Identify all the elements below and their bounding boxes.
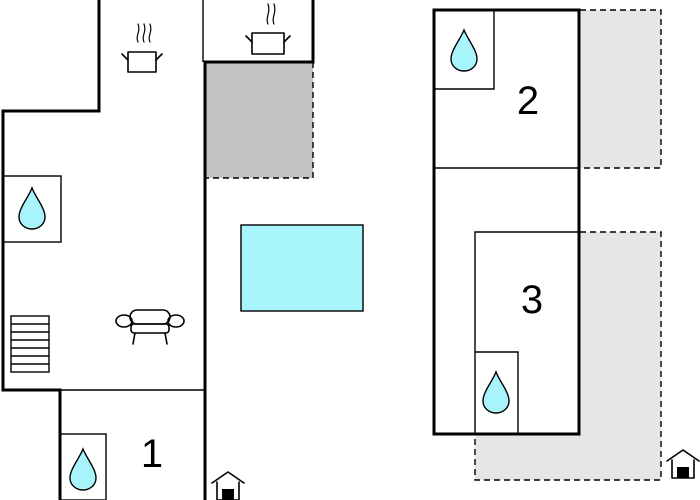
- terrace-light-right-bottom: [475, 232, 661, 480]
- house-entrance-icon: [211, 471, 245, 500]
- water-drop-icon: [482, 370, 510, 414]
- terrace-light-right-top: [580, 10, 661, 168]
- room-3-bathroom-box: [475, 351, 519, 434]
- sofa-icon: [115, 309, 185, 345]
- bathroom-room-1-box: [59, 433, 107, 500]
- terrace-light-right-top-outline: [580, 9, 662, 169]
- room-label-1: 1: [141, 432, 163, 476]
- house-entrance-icon: [666, 449, 700, 479]
- swimming-pool: [240, 224, 364, 312]
- bathroom-left-box: [2, 175, 62, 243]
- water-drop-icon: [69, 447, 97, 491]
- left-building-outer-wall: [1, 0, 101, 500]
- left-building-center-wall: [203, 0, 315, 500]
- room-label-3: 3: [521, 278, 543, 322]
- room-2-bathroom-box: [434, 10, 495, 90]
- right-building-outer-wall: [432, 8, 581, 436]
- cooking-pot-icon: [245, 3, 291, 55]
- terrace-dark-gray: [205, 62, 313, 178]
- terrace-dark-gray-outline: [205, 62, 314, 179]
- stairs-icon: [10, 315, 50, 373]
- terrace-light-right-bottom-outline: [474, 231, 662, 481]
- room-label-2: 2: [517, 79, 539, 123]
- room-3-inner-wall: [474, 231, 579, 434]
- cooking-pot-icon: [121, 23, 163, 73]
- water-drop-icon: [450, 28, 478, 72]
- water-drop-icon: [18, 186, 46, 230]
